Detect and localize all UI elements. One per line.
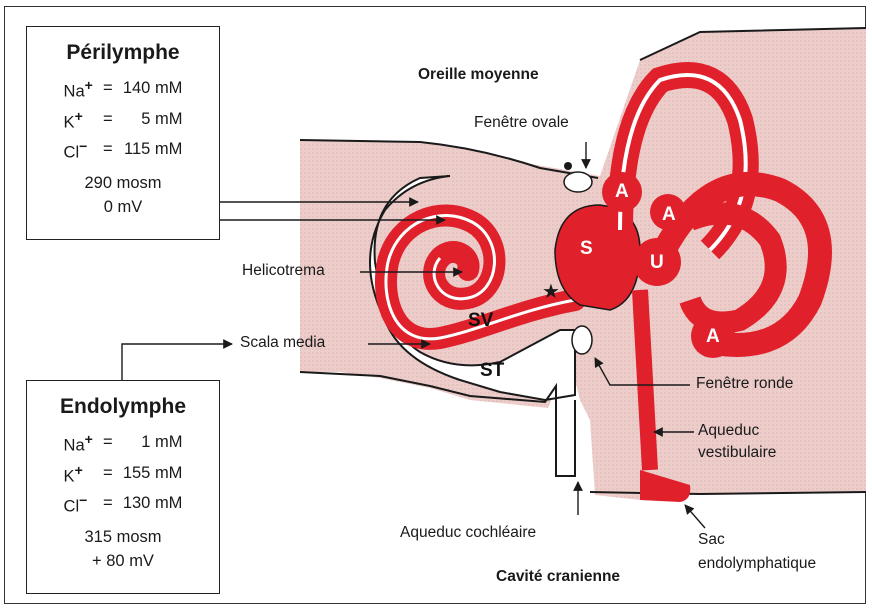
endolymph-na-label: Na [64, 437, 85, 455]
perilymph-ion-table: Na+ = 140 mM K+ = 5 mM Cl− = 115 mM [62, 73, 185, 165]
perilymph-na-label: Na [64, 83, 85, 101]
arrow-scala-media [122, 344, 232, 380]
endolymph-osmolarity: 315 mosm [27, 525, 219, 549]
perilymph-na-eq: = [95, 73, 121, 104]
perilymph-cl-label: Cl [64, 144, 80, 162]
perilymph-box: Périlymphe Na+ = 140 mM K+ = 5 mM Cl− = … [26, 26, 220, 240]
perilymph-row-k: K+ = 5 mM [62, 104, 185, 135]
endolymph-title: Endolymphe [27, 395, 219, 419]
perilymph-potential: 0 mV [27, 195, 219, 219]
round-window [572, 326, 592, 354]
ampulla-label-1: A [615, 181, 629, 203]
perilymph-k-charge: + [75, 108, 83, 124]
endolymph-k-label: K [64, 467, 75, 485]
endolymph-row-cl: Cl− = 130 mM [62, 488, 185, 519]
vestibular-aqueduct-label-1: Aqueduc [698, 422, 759, 440]
endolymph-row-na: Na+ = 1 mM [62, 427, 185, 458]
endolymph-ion-table: Na+ = 1 mM K+ = 155 mM Cl− = 130 mM [62, 427, 185, 519]
vestibular-aqueduct-label-2: vestibulaire [698, 444, 776, 462]
perilymph-na-value: 140 mM [121, 73, 185, 104]
endolymph-na-value: 1 mM [121, 427, 185, 458]
endolymph-k-value: 155 mM [121, 458, 185, 489]
perilymph-row-na: Na+ = 140 mM [62, 73, 185, 104]
endolymph-na-charge: + [85, 431, 93, 447]
endolymph-cl-eq: = [95, 488, 121, 519]
perilymph-title: Périlymphe [27, 41, 219, 65]
utricle-label: U [650, 252, 664, 274]
endolymph-box: Endolymphe Na+ = 1 mM K+ = 155 mM Cl− = … [26, 380, 220, 594]
oval-window-stapes [564, 172, 592, 192]
perilymph-osmolarity: 290 mosm [27, 171, 219, 195]
endolymph-na-eq: = [95, 427, 121, 458]
perilymph-cl-value: 115 mM [121, 134, 185, 165]
perilymph-na-charge: + [85, 77, 93, 93]
endolymphatic-sac-label-1: Sac [698, 531, 725, 549]
saccule-label: S [580, 238, 593, 260]
star-marker: ★ [542, 279, 560, 303]
perilymph-row-cl: Cl− = 115 mM [62, 134, 185, 165]
endolymph-k-charge: + [75, 462, 83, 478]
oval-window-label: Fenêtre ovale [474, 114, 569, 132]
middle-ear-label: Oreille moyenne [418, 66, 539, 84]
endolymph-potential: + 80 mV [27, 549, 219, 573]
endolymphatic-duct [640, 290, 650, 470]
endolymphatic-sac-label-2: endolymphatique [698, 555, 816, 573]
sv-label: SV [468, 310, 493, 332]
endolymph-cl-charge: − [79, 492, 87, 508]
endolymph-k-eq: = [95, 458, 121, 489]
perilymph-cl-eq: = [95, 134, 121, 165]
cranial-cavity-label: Cavité cranienne [496, 568, 620, 586]
scala-media-label: Scala media [240, 334, 325, 352]
helicotrema-label: Helicotrema [242, 262, 325, 280]
perilymph-cl-charge: − [79, 138, 87, 154]
perilymph-k-value: 5 mM [121, 104, 185, 135]
stapes-head [564, 162, 572, 170]
arrow-sac [685, 505, 705, 528]
round-window-label: Fenêtre ronde [696, 375, 793, 393]
st-label: ST [480, 360, 504, 382]
ampulla-label-2: A [662, 204, 676, 226]
perilymph-k-eq: = [95, 104, 121, 135]
endolymph-cl-value: 130 mM [121, 488, 185, 519]
ampulla-label-3: A [706, 326, 720, 348]
perilymph-k-label: K [64, 113, 75, 131]
cochlear-aqueduct-label: Aqueduc cochléaire [400, 524, 536, 542]
endolymph-cl-label: Cl [64, 498, 80, 516]
endolymph-row-k: K+ = 155 mM [62, 458, 185, 489]
